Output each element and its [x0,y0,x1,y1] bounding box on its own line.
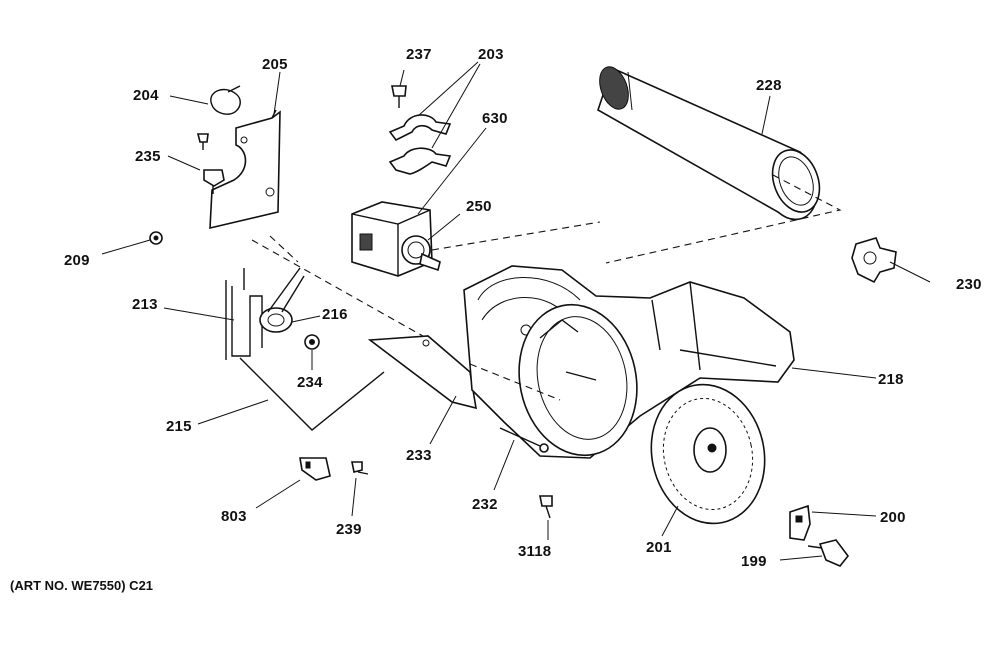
callout-204: 204 [133,87,159,104]
callout-250: 250 [466,198,492,215]
part-203-clips [388,114,452,175]
callout-230: 230 [956,276,982,293]
part-250-switch-block [351,201,601,277]
callout-201: 201 [646,539,672,556]
part-3118-screw [539,495,553,519]
callout-216: 216 [322,306,348,323]
callout-3118: 3118 [518,543,552,560]
callout-205: 205 [262,56,288,73]
part-232-rod [469,363,561,453]
part-234-nut [304,334,320,350]
callout-803: 803 [221,508,247,525]
callout-630: 630 [482,110,508,127]
callout-237: 237 [406,46,432,63]
part-209-nut [149,231,163,245]
art-number: (ART NO. WE7550) C21 [10,578,154,593]
part-213-heater-element [225,268,263,360]
part-204-clamp [210,85,241,115]
part-230-clip [851,237,897,284]
leader-lines [101,61,931,561]
callout-209: 209 [64,252,90,269]
part-200-bracket [789,504,811,541]
part-233-base-plate [367,335,477,410]
callout-234: 234 [297,374,323,391]
callout-233: 233 [406,447,432,464]
callout-199: 199 [741,553,767,570]
callout-215: 215 [166,418,192,435]
part-239-screw [351,461,369,475]
part-237-screw [391,85,407,108]
part-228-duct-tube [597,66,842,264]
part-215-rod [239,235,431,431]
part-803-connector [299,457,331,481]
callout-228: 228 [756,77,782,94]
part-201-blower-wheel [650,383,766,525]
part-216-thermostat [259,267,305,333]
callout-235: 235 [135,148,161,165]
callout-218: 218 [878,371,904,388]
callout-203: 203 [478,46,504,63]
part-235-screw [196,133,225,194]
part-205-bracket [209,109,281,230]
callout-239: 239 [336,521,362,538]
callout-213: 213 [132,296,158,313]
callout-232: 232 [472,496,498,513]
part-blower-ring [518,303,638,457]
callout-200: 200 [880,509,906,526]
part-199-bolt [807,539,850,567]
